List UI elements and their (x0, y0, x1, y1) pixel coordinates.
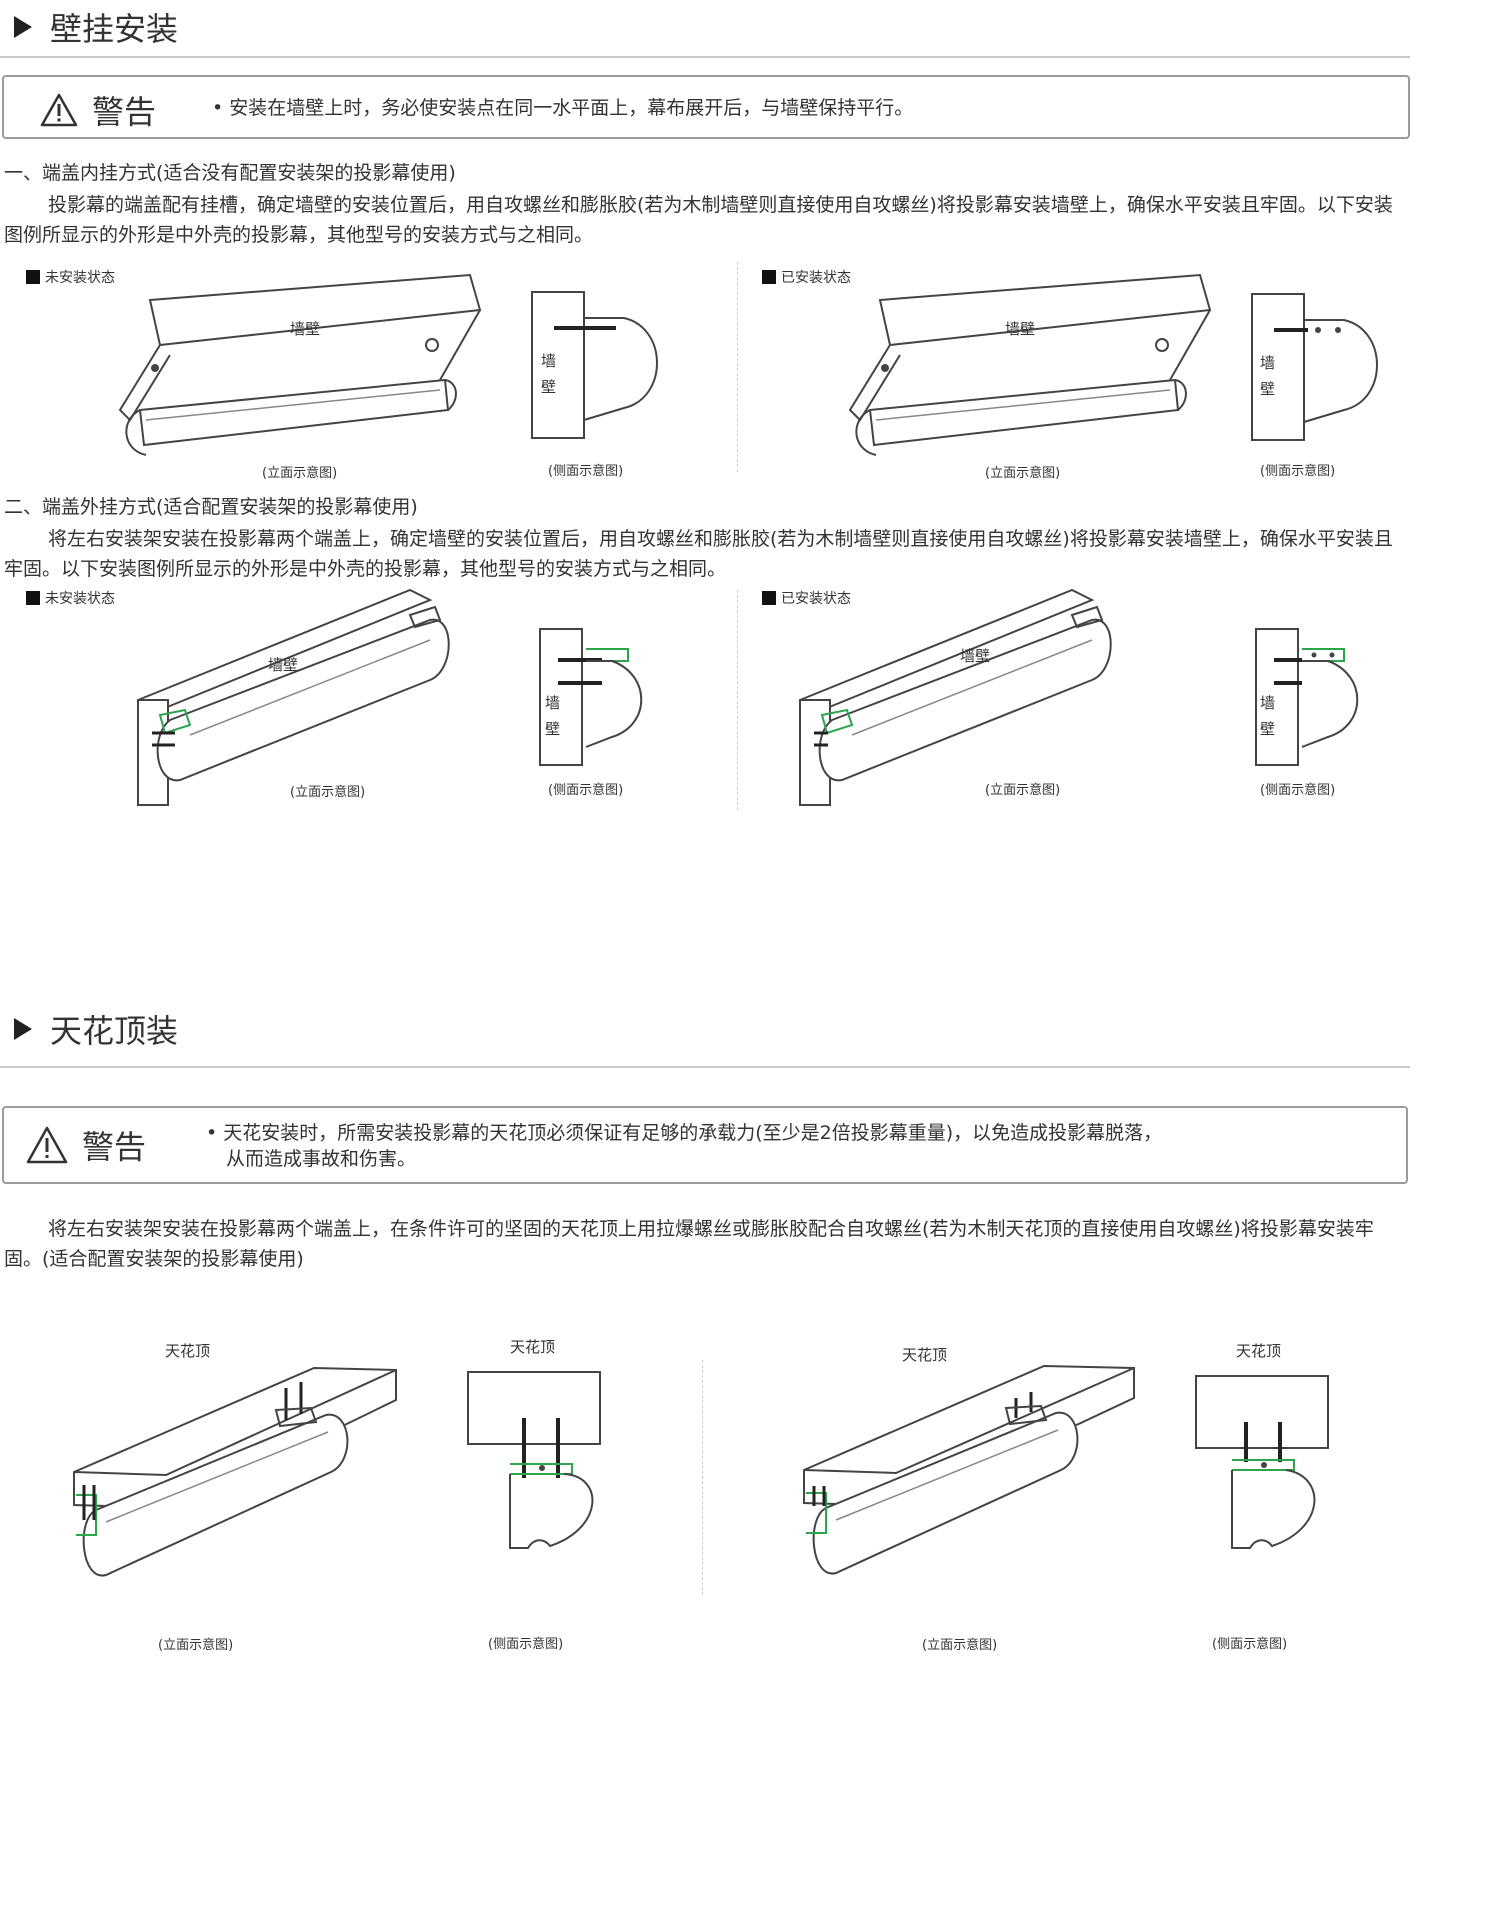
front-view-diagram-inner-installed (848, 273, 1212, 456)
ceiling-label: 天花顶 (1236, 1342, 1282, 1360)
warning-label: 警告 (82, 1128, 147, 1166)
caption-side: (侧面示意图) (1260, 783, 1336, 798)
state-installed: 已安装状态 (762, 267, 851, 287)
section-title-wall: 壁挂安装 (14, 4, 178, 50)
warning-label: 警告 (92, 93, 157, 131)
side-view-diagram-outer-installed (1255, 628, 1359, 766)
ceiling-label: 天花顶 (510, 1338, 556, 1356)
warning-triangle-icon (26, 1126, 68, 1164)
warning-header: 警告 (40, 87, 156, 133)
side-view-diagram-inner-uninstalled (531, 291, 658, 439)
warning-text-line2: 从而造成事故和伤害。 (226, 1148, 417, 1170)
caption-side: (侧面示意图) (1260, 464, 1336, 479)
ceiling-label: 天花顶 (165, 1342, 211, 1360)
warning-box-wall: 警告 • 安装在墙壁上时，务必使安装点在同一水平面上，幕布展开后，与墙壁保持平行… (2, 75, 1410, 139)
front-view-diagram-outer-installed (799, 588, 1112, 806)
caption-side: (侧面示意图) (548, 783, 624, 798)
wall-label: 墙壁 (290, 320, 321, 338)
ceiling-side-view-right (1195, 1375, 1329, 1549)
caption-side: (侧面示意图) (488, 1637, 564, 1652)
warning-text: • 安装在墙壁上时，务必使安装点在同一水平面上，幕布展开后，与墙壁保持平行。 (212, 97, 914, 119)
warning-text-line1: • 天花安装时，所需安装投影幕的天花顶必须保证有足够的承载力(至少是2倍投影幕重… (206, 1122, 1163, 1144)
wall-label: 墙壁 (268, 656, 299, 674)
triangle-bullet-icon (14, 16, 32, 38)
caption-side: (侧面示意图) (548, 464, 624, 479)
method1-paragraph: 投影幕的端盖配有挂槽，确定墙壁的安装位置后，用自攻螺丝和膨胀胶(若为木制墙壁则直… (4, 194, 1393, 246)
warning-header: 警告 (26, 1122, 146, 1168)
wall-label: 墙壁 (1005, 320, 1036, 338)
side-view-diagram-inner-installed (1251, 293, 1378, 441)
wall-label: 墙壁 (960, 647, 991, 665)
column-divider (737, 590, 738, 810)
square-bullet-icon (26, 591, 40, 605)
side-wall-label-1: 墙 (1260, 694, 1276, 712)
column-divider (702, 1360, 703, 1595)
ceiling-side-view-left (467, 1371, 601, 1549)
ceiling-paragraph: 将左右安装架安装在投影幕两个端盖上，在条件许可的坚固的天花顶上用拉爆螺丝或膨胀胶… (4, 1218, 1374, 1270)
ceiling-front-view-right (803, 1364, 1135, 1575)
ceiling-label: 天花顶 (902, 1346, 948, 1364)
side-wall-label-1: 墙 (541, 352, 557, 370)
section-title-wall-text: 壁挂安装 (50, 10, 179, 48)
caption-side: (侧面示意图) (1212, 1637, 1288, 1652)
side-wall-label-2: 壁 (1260, 720, 1276, 738)
caption-front: (立面示意图) (985, 466, 1061, 481)
warning-triangle-icon (40, 93, 78, 127)
ceiling-front-view-left (73, 1366, 397, 1577)
state-uninstalled: 未安装状态 (26, 267, 115, 287)
side-wall-label-2: 壁 (545, 720, 561, 738)
section-title-ceiling-text: 天花顶装 (50, 1012, 179, 1050)
front-view-diagram-inner-uninstalled (118, 273, 482, 456)
method2-paragraph: 将左右安装架安装在投影幕两个端盖上，确定墙壁的安装位置后，用自攻螺丝和膨胀胶(若… (4, 528, 1393, 580)
section-divider (0, 1066, 1410, 1068)
caption-front: (立面示意图) (262, 466, 338, 481)
method1-heading: 一、端盖内挂方式(适合没有配置安装架的投影幕使用) (4, 162, 456, 184)
state-installed: 已安装状态 (762, 588, 851, 608)
triangle-bullet-icon (14, 1018, 32, 1040)
side-wall-label-2: 壁 (1260, 380, 1276, 398)
square-bullet-icon (26, 270, 40, 284)
caption-front: (立面示意图) (922, 1638, 998, 1653)
warning-box-ceiling: 警告 • 天花安装时，所需安装投影幕的天花顶必须保证有足够的承载力(至少是2倍投… (2, 1106, 1408, 1184)
state-uninstalled: 未安装状态 (26, 588, 115, 608)
section-divider (0, 56, 1410, 58)
method2-heading: 二、端盖外挂方式(适合配置安装架的投影幕使用) (4, 496, 418, 518)
section-title-ceiling: 天花顶装 (14, 1006, 178, 1052)
square-bullet-icon (762, 591, 776, 605)
square-bullet-icon (762, 270, 776, 284)
caption-front: (立面示意图) (290, 785, 366, 800)
caption-front: (立面示意图) (985, 783, 1061, 798)
side-wall-label-1: 墙 (1260, 354, 1276, 372)
side-wall-label-2: 壁 (541, 378, 557, 396)
side-wall-label-1: 墙 (545, 694, 561, 712)
caption-front: (立面示意图) (158, 1638, 234, 1653)
front-view-diagram-outer-uninstalled (137, 588, 450, 806)
side-view-diagram-outer-uninstalled (539, 628, 643, 766)
column-divider (737, 262, 738, 472)
